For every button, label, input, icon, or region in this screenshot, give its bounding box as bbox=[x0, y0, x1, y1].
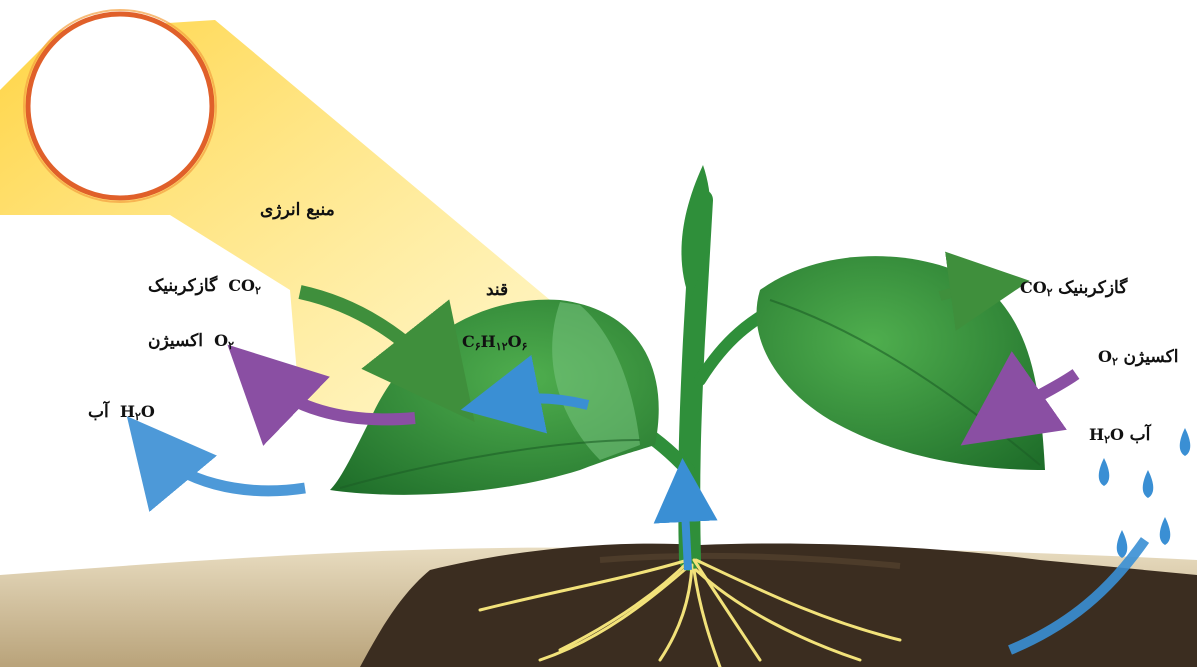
left-water-label: آب H۲O bbox=[88, 402, 155, 423]
left-co2-label: گازکربنیک CO۲ bbox=[148, 276, 261, 297]
sugar-label: قند bbox=[486, 280, 508, 300]
right-water-label: H۲O آب bbox=[1089, 425, 1150, 446]
sun-icon bbox=[28, 14, 212, 198]
right-o2-label: O۲ اکسیژن bbox=[1098, 347, 1178, 368]
water-drops bbox=[1099, 428, 1191, 558]
stem-water-arrow bbox=[684, 490, 688, 570]
water-out-arrow bbox=[155, 450, 305, 491]
left-o2-label: اکسیژن O۲ bbox=[148, 331, 234, 352]
right-co2-label: CO۲ گازکربنیک bbox=[1020, 278, 1127, 299]
energy-source-label: منبع انرژی bbox=[260, 200, 335, 220]
glucose-formula: C۶H۱۲O۶ bbox=[462, 332, 527, 353]
